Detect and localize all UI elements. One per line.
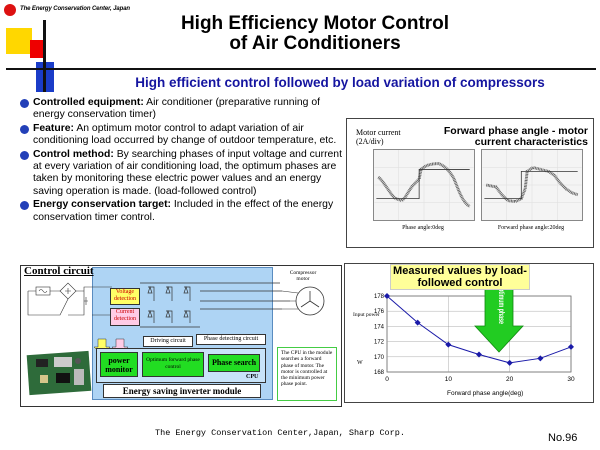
chart-data-point — [537, 355, 544, 362]
chart-data-point — [384, 293, 390, 299]
chart-grid — [386, 295, 572, 373]
page-title-line2: of Air Conditioners — [229, 33, 401, 54]
chart-y-tick-label: 168 — [374, 370, 385, 376]
chart-y-tick-label: 174 — [374, 324, 385, 330]
chart-x-ticks: 0 10 20 30 — [385, 376, 575, 383]
measured-chart-title: Measured values by load-followed control — [390, 264, 530, 290]
rectifier-bridge-icon — [59, 282, 77, 300]
voltage-detection-block: Voltage detection — [110, 288, 140, 305]
chart-y-ticks: 168 170 172 174 176 178 — [374, 294, 385, 376]
bullet-text: Air conditioner (preparative running of … — [33, 97, 320, 121]
waveform-right-svg — [482, 150, 582, 220]
measured-chart-svg: 168 170 172 174 176 178 0 10 20 30 Optimum phase… — [353, 279, 575, 397]
page-title-line1: High Efficiency Motor Control — [180, 13, 450, 34]
driving-circuit-block: Driving circuit — [143, 336, 193, 347]
motor-current-text: Motor current — [356, 128, 401, 137]
chart-y-tick-label: 170 — [374, 355, 385, 361]
bullet-label: Feature: — [33, 122, 74, 134]
phase-caption-left: Phase angle:0deg — [402, 225, 444, 231]
compressor-motor-icon — [281, 286, 325, 316]
chart-series — [384, 293, 574, 366]
decor-vertical-line — [43, 20, 46, 92]
phase-search-block: Phase search — [208, 354, 260, 372]
chart-x-tick-label: 10 — [445, 376, 453, 383]
page-number: No.96 — [548, 432, 578, 444]
page-title: High Efficiency Motor Control of Air Con… — [60, 14, 570, 54]
bullet-dot-icon — [20, 99, 29, 108]
waveform-scope-right — [481, 149, 583, 221]
bullet-label: Energy conservation target: — [33, 199, 172, 211]
waveform-left-svg — [374, 150, 474, 220]
motor-current-unit: (2A/div) — [356, 137, 384, 146]
bullet-text: Included in the effect of the energy con… — [33, 199, 334, 223]
chart-ylabel-unit: W — [357, 360, 363, 366]
inverter-switches-icon — [140, 282, 290, 328]
power-monitor-block: power monitor — [100, 352, 138, 377]
cpu-note: The CPU in the module searches a forward… — [277, 347, 337, 401]
ac-source-icon — [35, 286, 51, 296]
motor-current-label: Motor current (2A/div) — [356, 128, 401, 146]
bullet-label: Control method: — [33, 148, 114, 160]
chart-plot-area — [386, 295, 572, 373]
chart-ylabel: Input power — [353, 312, 380, 318]
bullet-dot-icon — [20, 124, 29, 134]
bullet-text: An optimum motor control to adapt variat… — [33, 122, 337, 147]
compressor-motor-label: Compressor motor — [289, 270, 317, 282]
bullet-item: Feature: An optimum motor control to ada… — [20, 123, 352, 148]
chart-y-tick-label: 176 — [374, 309, 385, 315]
cpu-label: CPU — [246, 374, 259, 380]
chart-x-tick-label: 0 — [385, 376, 389, 383]
optimum-phase-label: Optimum phase — [497, 284, 506, 324]
chart-data-point — [476, 351, 482, 358]
bullet-item: Controlled equipment: Air conditioner (p… — [20, 97, 352, 122]
waveform-panel-title: Forward phase angle - motor current char… — [440, 126, 590, 148]
subtitle: High efficient control followed by load … — [135, 75, 545, 90]
chart-data-point — [414, 319, 421, 326]
chart-y-tick-label: 172 — [374, 340, 385, 346]
chart-x-tick-label: 30 — [567, 376, 575, 383]
decor-yellow-square — [6, 28, 32, 54]
bullet-label: Controlled equipment: — [33, 97, 144, 108]
decor-horizontal-line — [6, 68, 596, 70]
chart-data-point — [506, 359, 513, 366]
control-circuit-title: Control circuit — [24, 265, 94, 277]
inverter-board-photo — [26, 350, 92, 396]
phase-caption-right: Forward phase angle:20deg — [497, 225, 565, 231]
logo-text: The Energy Conservation Center, Japan — [20, 6, 130, 12]
chart-xlabel: Forward phase angle(deg) — [447, 390, 523, 397]
waveform-scope-left — [373, 149, 475, 221]
bullet-list: Controlled equipment: Air conditioner (p… — [20, 97, 352, 225]
bullet-dot-icon — [20, 150, 29, 160]
footer-credit: The Energy Conservation Center,Japan, Sh… — [155, 428, 405, 438]
chart-data-point — [568, 343, 574, 350]
ecc-logo-icon — [4, 4, 16, 16]
phase-detecting-circuit-block: Phase detecting circuit — [196, 334, 266, 345]
bullet-dot-icon — [20, 201, 29, 211]
bullet-text: By searching phases of input voltage and… — [33, 148, 342, 197]
chart-y-tick-label: 178 — [374, 294, 385, 300]
bullet-item: Control method: By searching phases of i… — [20, 149, 352, 199]
optimum-phase-control-block: Optimum forward phase control — [142, 352, 204, 377]
inverter-module-label: Energy saving inverter module — [103, 384, 261, 398]
current-detection-block: Current detection — [110, 308, 140, 326]
chart-data-point — [445, 341, 452, 348]
main-wires — [27, 286, 112, 316]
bullet-item: Energy conservation target: Included in … — [20, 199, 352, 224]
chart-x-tick-label: 20 — [506, 376, 514, 383]
decor-red-square — [30, 40, 46, 58]
